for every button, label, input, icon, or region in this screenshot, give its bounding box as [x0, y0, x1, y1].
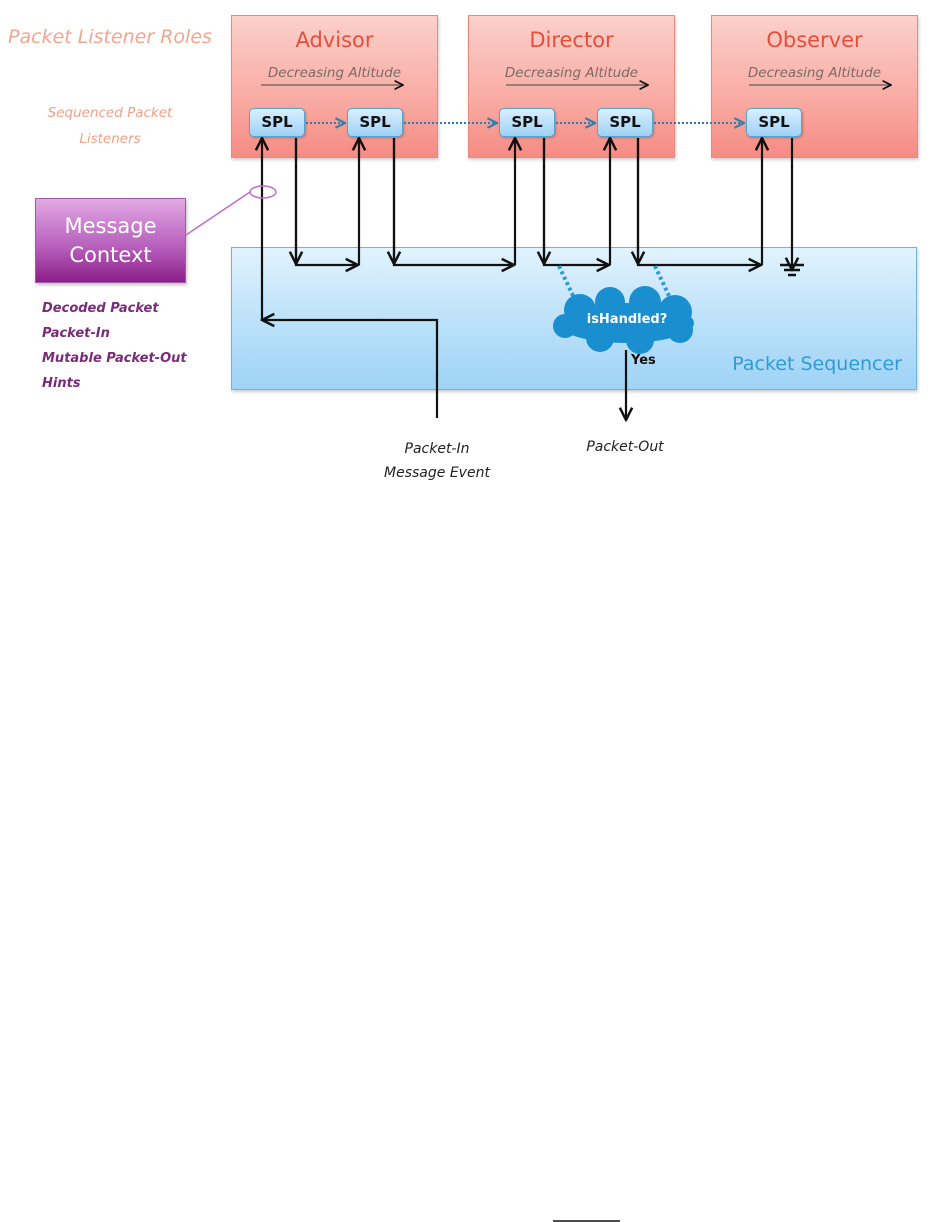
packet-in-label-line1: Packet-In	[404, 441, 470, 457]
altitude-label: Decreasing Altitude	[747, 65, 882, 81]
packet-in-label: Packet-In Message Event	[362, 437, 512, 485]
role-title: Director	[529, 28, 614, 52]
ground-icon	[780, 263, 804, 277]
from-spl-d1	[542, 138, 609, 265]
decision-label: isHandled?	[586, 312, 668, 327]
context-callout	[185, 185, 277, 236]
context-item: Decoded Packet	[42, 301, 159, 316]
spl-observer-1: SPL	[746, 108, 802, 137]
role-title: Advisor	[295, 28, 374, 52]
context-item: Mutable Packet-Out	[42, 351, 187, 366]
message-context-title-line1: Message	[64, 214, 157, 238]
decision-yes-label: Yes	[631, 353, 656, 368]
altitude-label: Decreasing Altitude	[267, 65, 402, 81]
message-context-items: Decoded Packet Packet-In Mutable Packet-…	[42, 296, 187, 396]
flow-lines	[262, 138, 792, 420]
roles-title: Packet Listener Roles	[8, 26, 212, 48]
decision-cloud-icon	[553, 286, 694, 354]
packet-out-label: Packet-Out	[586, 439, 664, 455]
down-arrowheads	[296, 138, 638, 264]
from-spl-a2	[392, 138, 514, 265]
message-context-box: Message Context	[35, 198, 186, 283]
spl-caption-line2: Listeners	[79, 131, 141, 147]
message-context-title-line2: Context	[69, 243, 152, 267]
role-title: Observer	[766, 28, 863, 52]
sequencer-label: Packet Sequencer	[732, 353, 902, 375]
context-item: Packet-In	[42, 326, 110, 341]
spl-caption-line1: Sequenced Packet	[47, 105, 173, 121]
role-advisor: Advisor Decreasing Altitude	[231, 15, 438, 158]
spl-director-2: SPL	[597, 108, 653, 137]
spl-advisor-1: SPL	[249, 108, 305, 137]
altitude-label: Decreasing Altitude	[504, 65, 639, 81]
context-item: Hints	[42, 376, 81, 391]
from-spl-a1	[294, 138, 358, 265]
spl-director-1: SPL	[499, 108, 555, 137]
from-spl-d2	[636, 138, 761, 265]
spl-caption: Sequenced Packet Listeners	[30, 100, 190, 152]
packet-in-label-line2: Message Event	[384, 465, 490, 481]
decision-links	[557, 265, 673, 301]
packet-in-path	[262, 320, 439, 418]
spl-advisor-2: SPL	[347, 108, 403, 137]
